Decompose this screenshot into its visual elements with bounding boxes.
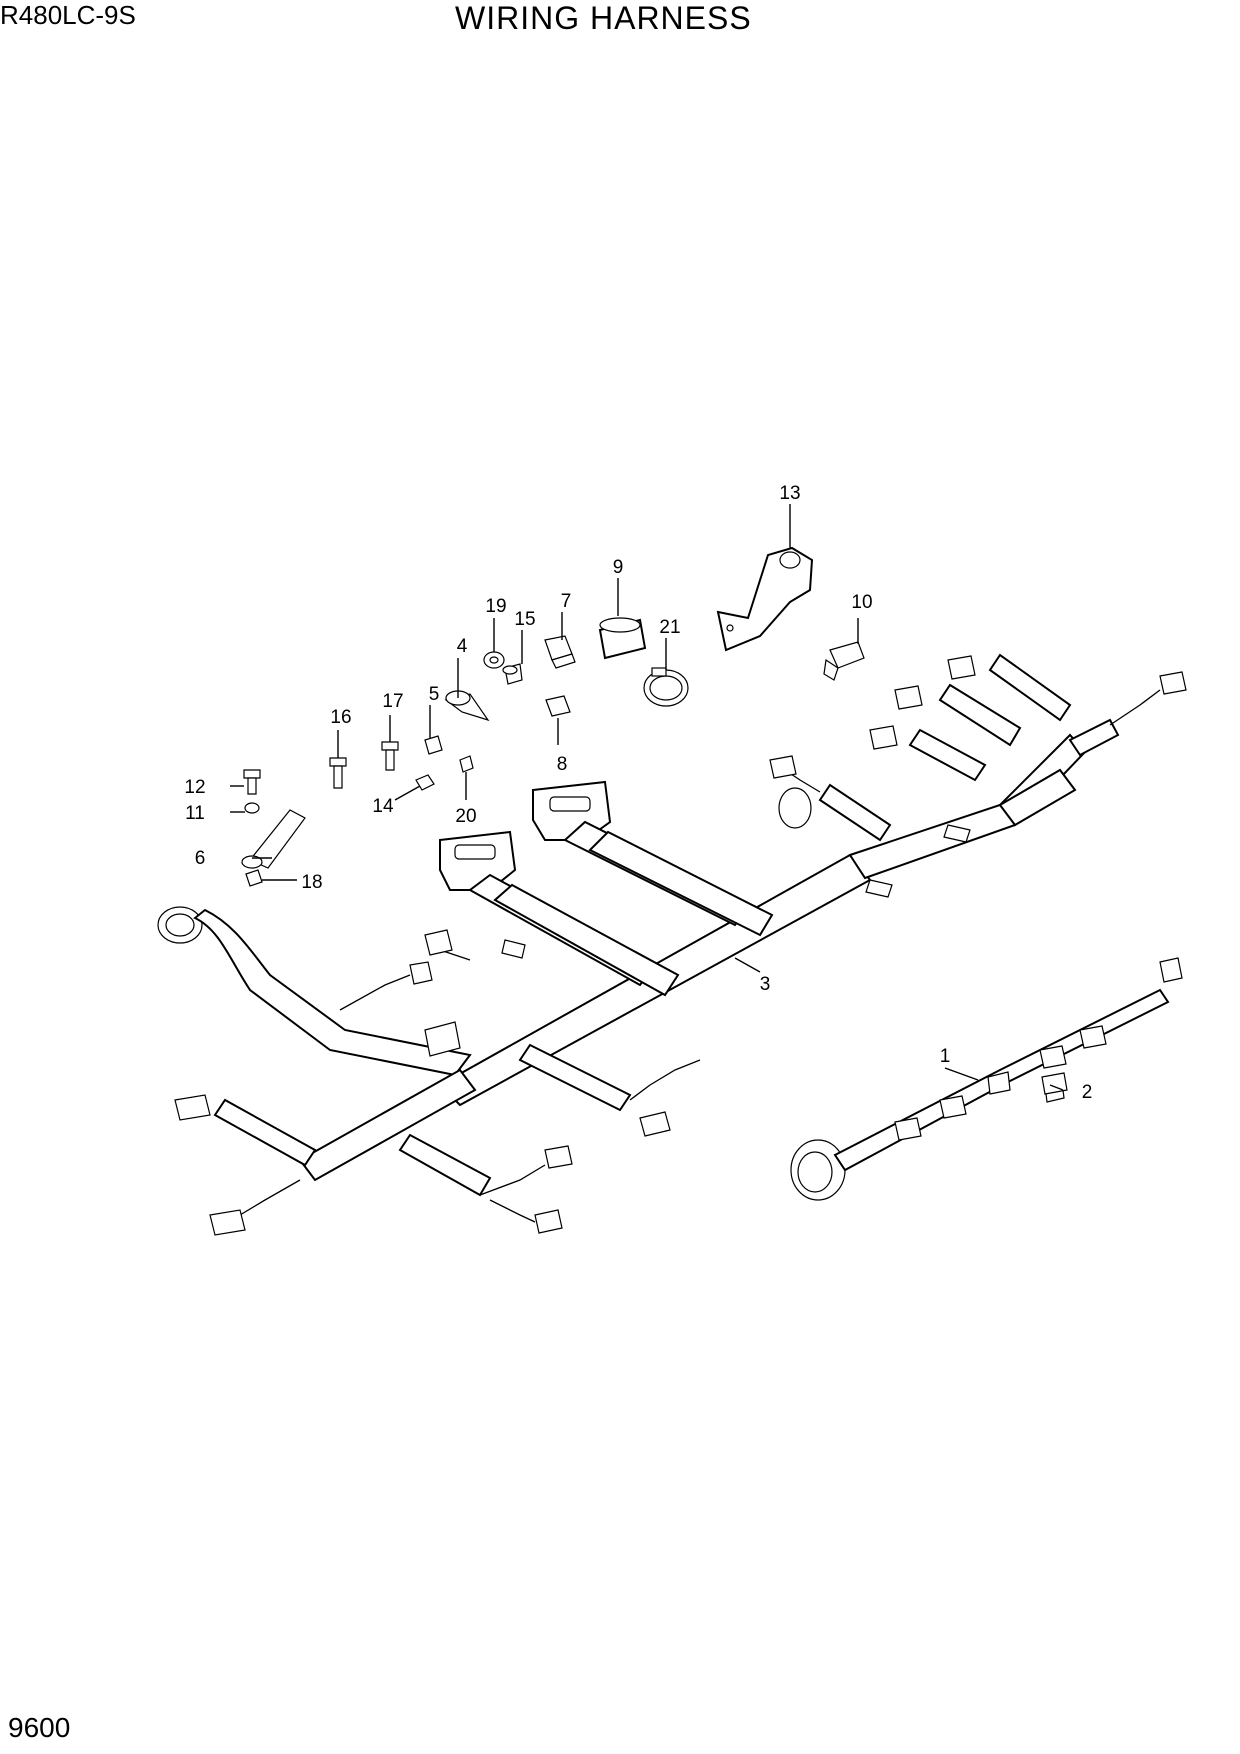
connector-part-10 [823, 641, 865, 681]
clamp-part-6 [241, 809, 306, 869]
bolt-part-17 [381, 741, 399, 771]
clip-part-5 [424, 735, 443, 755]
callout-13: 13 [779, 483, 800, 504]
callout-18: 18 [301, 872, 322, 893]
callout-2: 2 [1082, 1082, 1093, 1103]
connector-part-2 [1041, 1072, 1068, 1095]
sleeve-part-9 [598, 617, 647, 660]
nut-part-20 [459, 755, 474, 773]
washer-part-11 [244, 802, 260, 814]
callout-11: 11 [185, 803, 205, 824]
callout-5: 5 [429, 684, 440, 705]
cap-part-7 [544, 635, 576, 669]
callout-21: 21 [659, 617, 680, 638]
callout-9: 9 [613, 557, 624, 578]
nut-part-14 [415, 774, 435, 791]
callout-12: 12 [184, 777, 205, 798]
bolt-part-12 [243, 769, 261, 795]
sub-harness [790, 957, 1183, 1201]
callout-6: 6 [195, 848, 206, 869]
hose-clamp-part-21 [643, 667, 689, 707]
nut-part-18 [245, 869, 263, 887]
callout-4: 4 [457, 636, 468, 657]
page-title: WIRING HARNESS [455, 0, 752, 36]
cap-part-8 [545, 695, 571, 717]
page-number: 9600 [8, 1712, 71, 1743]
callout-10: 10 [851, 592, 872, 613]
callout-20: 20 [455, 806, 476, 827]
callout-labels: 1 2 3 4 5 6 7 8 9 10 11 12 13 14 15 16 1… [184, 483, 1092, 1103]
callout-7: 7 [561, 591, 572, 612]
callout-15: 15 [514, 609, 535, 630]
callout-16: 16 [330, 707, 351, 728]
model-number: R480LC-9S [0, 0, 136, 30]
washer-part-19 [483, 651, 505, 669]
pin-part-15 [502, 663, 523, 685]
bolt-part-16 [329, 757, 347, 789]
callout-17: 17 [382, 691, 403, 712]
clip-part-4 [444, 690, 490, 722]
callout-1: 1 [940, 1046, 951, 1067]
callout-3: 3 [760, 974, 771, 995]
callout-8: 8 [557, 754, 568, 775]
main-wiring-harness [157, 653, 1187, 1236]
callout-19: 19 [485, 596, 506, 617]
bracket-part-13 [716, 546, 814, 652]
leader-lines [230, 504, 1064, 1091]
callout-14: 14 [372, 796, 394, 817]
